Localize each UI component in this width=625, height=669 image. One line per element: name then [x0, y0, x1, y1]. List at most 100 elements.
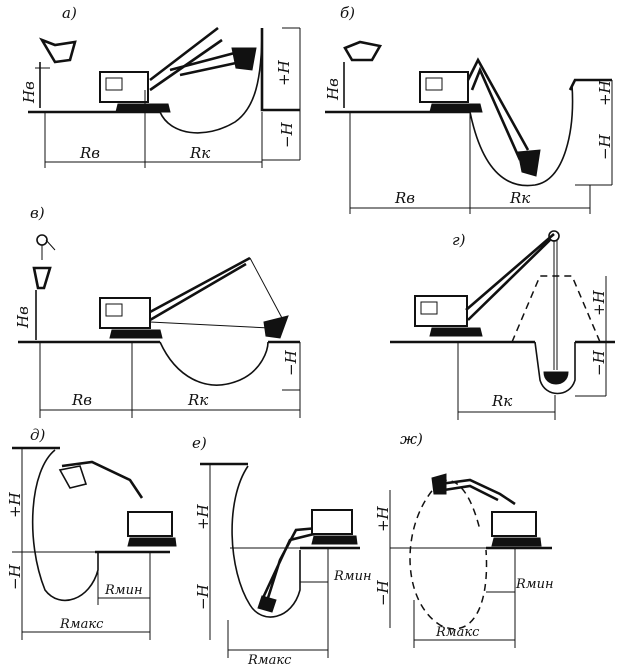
panel-g-label: г)	[452, 231, 466, 249]
panel-d-plus-h: +Н	[6, 491, 24, 518]
panel-v-face	[159, 341, 269, 386]
panel-e-tracks	[311, 535, 358, 545]
panel-a-plus-h: +Н	[275, 59, 293, 86]
panel-e: е) +Н −Н Rмин Rмакс	[192, 434, 372, 668]
panel-g-cable	[553, 240, 558, 370]
panel-b-face	[469, 84, 574, 187]
panel-e-minus-h: −Н	[194, 583, 212, 610]
panel-v-cab-window	[105, 303, 123, 317]
panel-b-boom	[466, 57, 530, 161]
panel-zh-label: ж)	[400, 430, 423, 448]
panel-v-label: в)	[30, 204, 45, 222]
panel-b-dim-lines	[349, 112, 591, 214]
panel-a-rk: Rк	[189, 144, 210, 162]
panel-v-hopper	[32, 266, 52, 290]
panel-b-hv: Нв	[324, 78, 342, 101]
panel-d-excavator-cab	[127, 511, 173, 537]
panel-d-arm	[61, 460, 144, 499]
panel-b-bucket	[517, 149, 541, 177]
panel-zh-rmin: Rмин	[515, 577, 554, 592]
panel-b-excavator-cab	[419, 71, 469, 103]
panel-v-rk: Rк	[187, 391, 208, 409]
panel-a-cab-window	[105, 77, 123, 91]
panel-d-face	[31, 449, 99, 602]
panel-g-spoil-outline	[511, 275, 601, 343]
panel-zh-arm	[439, 478, 516, 506]
panel-a-dim-lines	[44, 90, 263, 168]
panel-v-drag-rope	[149, 257, 283, 329]
panel-v-boom	[149, 256, 251, 322]
panel-b-dump-bucket	[343, 40, 383, 62]
panel-d-tracks	[127, 537, 177, 547]
panel-g-trench	[534, 341, 576, 395]
panel-v-pulley	[36, 234, 48, 246]
panel-zh-bucket	[431, 473, 447, 495]
panel-g-rk: Rк	[491, 392, 512, 410]
panel-b-label: б)	[340, 4, 355, 22]
panel-zh: ж) +Н −Н Rмин Rмакс	[374, 430, 554, 648]
panel-zh-plus-h: +Н	[374, 505, 392, 532]
panel-b-plus-h: +Н	[596, 79, 614, 106]
panel-b: б) Нв Rв Rк +Н −Н	[324, 4, 614, 214]
panel-d-rmin: Rмин	[104, 583, 143, 598]
panel-b-rk: Rк	[509, 189, 530, 207]
panel-d-bucket	[58, 465, 88, 489]
panel-g-cab-window	[420, 301, 438, 315]
panel-a-minus-h: −Н	[278, 121, 296, 148]
panel-v-rv: Rв	[71, 391, 92, 409]
panel-v-pulley-lines	[41, 239, 56, 260]
panel-v: в) Нв Rв Rк −Н	[14, 204, 301, 418]
panel-g-tracks	[429, 327, 483, 337]
panel-d-minus-h: −Н	[6, 563, 24, 590]
panel-a-h-dims	[262, 27, 301, 161]
panel-v-bucket	[263, 315, 289, 339]
panel-e-rmax: Rмакс	[247, 653, 292, 668]
panel-b-h-dims	[575, 80, 613, 186]
panel-v-tracks	[109, 329, 163, 339]
panel-v-hv: Нв	[14, 306, 32, 329]
panel-b-rv: Rв	[394, 189, 415, 207]
panel-b-tracks	[429, 103, 483, 113]
panel-g-minus-h: −Н	[590, 349, 608, 376]
panel-g-plus-h: +Н	[590, 289, 608, 316]
panel-a-excavator-cab	[99, 71, 149, 103]
panel-d-dim-lines	[12, 448, 151, 640]
panel-a-rv: Rв	[79, 144, 100, 162]
panel-g-excavator-cab	[414, 295, 468, 327]
panel-v-excavator-cab	[99, 297, 151, 329]
panel-v-minus-h: −Н	[282, 349, 300, 376]
panel-e-bucket	[257, 595, 277, 613]
panel-zh-excavator-cab	[491, 511, 537, 537]
panel-e-dim-lines	[209, 464, 329, 658]
panel-e-face	[231, 465, 301, 618]
panel-e-rmin: Rмин	[333, 569, 372, 584]
panel-d-label: д)	[30, 426, 46, 444]
panel-a-dump-bucket	[38, 37, 77, 64]
panel-a-hv: Нв	[20, 81, 38, 104]
panel-e-excavator-cab	[311, 509, 353, 535]
panel-v-dim-lines	[39, 342, 301, 418]
panel-g-h-dims	[575, 276, 607, 397]
panel-zh-dim-lines	[389, 490, 516, 648]
panel-zh-minus-h: −Н	[374, 579, 392, 606]
panel-g-dim-lines	[457, 342, 556, 420]
panel-d-rmax: Rмакс	[59, 617, 104, 632]
panel-a-bucket	[231, 47, 257, 71]
panel-zh-contour-lower	[409, 481, 488, 630]
panel-b-cab-window	[425, 77, 443, 91]
panel-e-plus-h: +Н	[194, 503, 212, 530]
panel-g: г) Rк +Н −Н	[390, 230, 615, 420]
panel-a-label: а)	[62, 4, 77, 22]
panel-g-boom	[465, 233, 555, 321]
panel-zh-tracks	[491, 537, 542, 547]
panel-d: д) +Н −Н Rмин Rмакс	[6, 426, 177, 640]
panel-zh-rmax: Rмакс	[435, 625, 480, 640]
panel-e-label: е)	[192, 434, 207, 452]
panel-g-grab	[543, 371, 569, 385]
panel-b-minus-h: −Н	[596, 133, 614, 160]
panel-e-arm	[260, 526, 319, 601]
panel-v-h-dims	[282, 342, 301, 391]
panel-a: а) Нв Rв Rк +Н −Н	[20, 4, 301, 168]
panel-a-tracks	[115, 103, 171, 113]
